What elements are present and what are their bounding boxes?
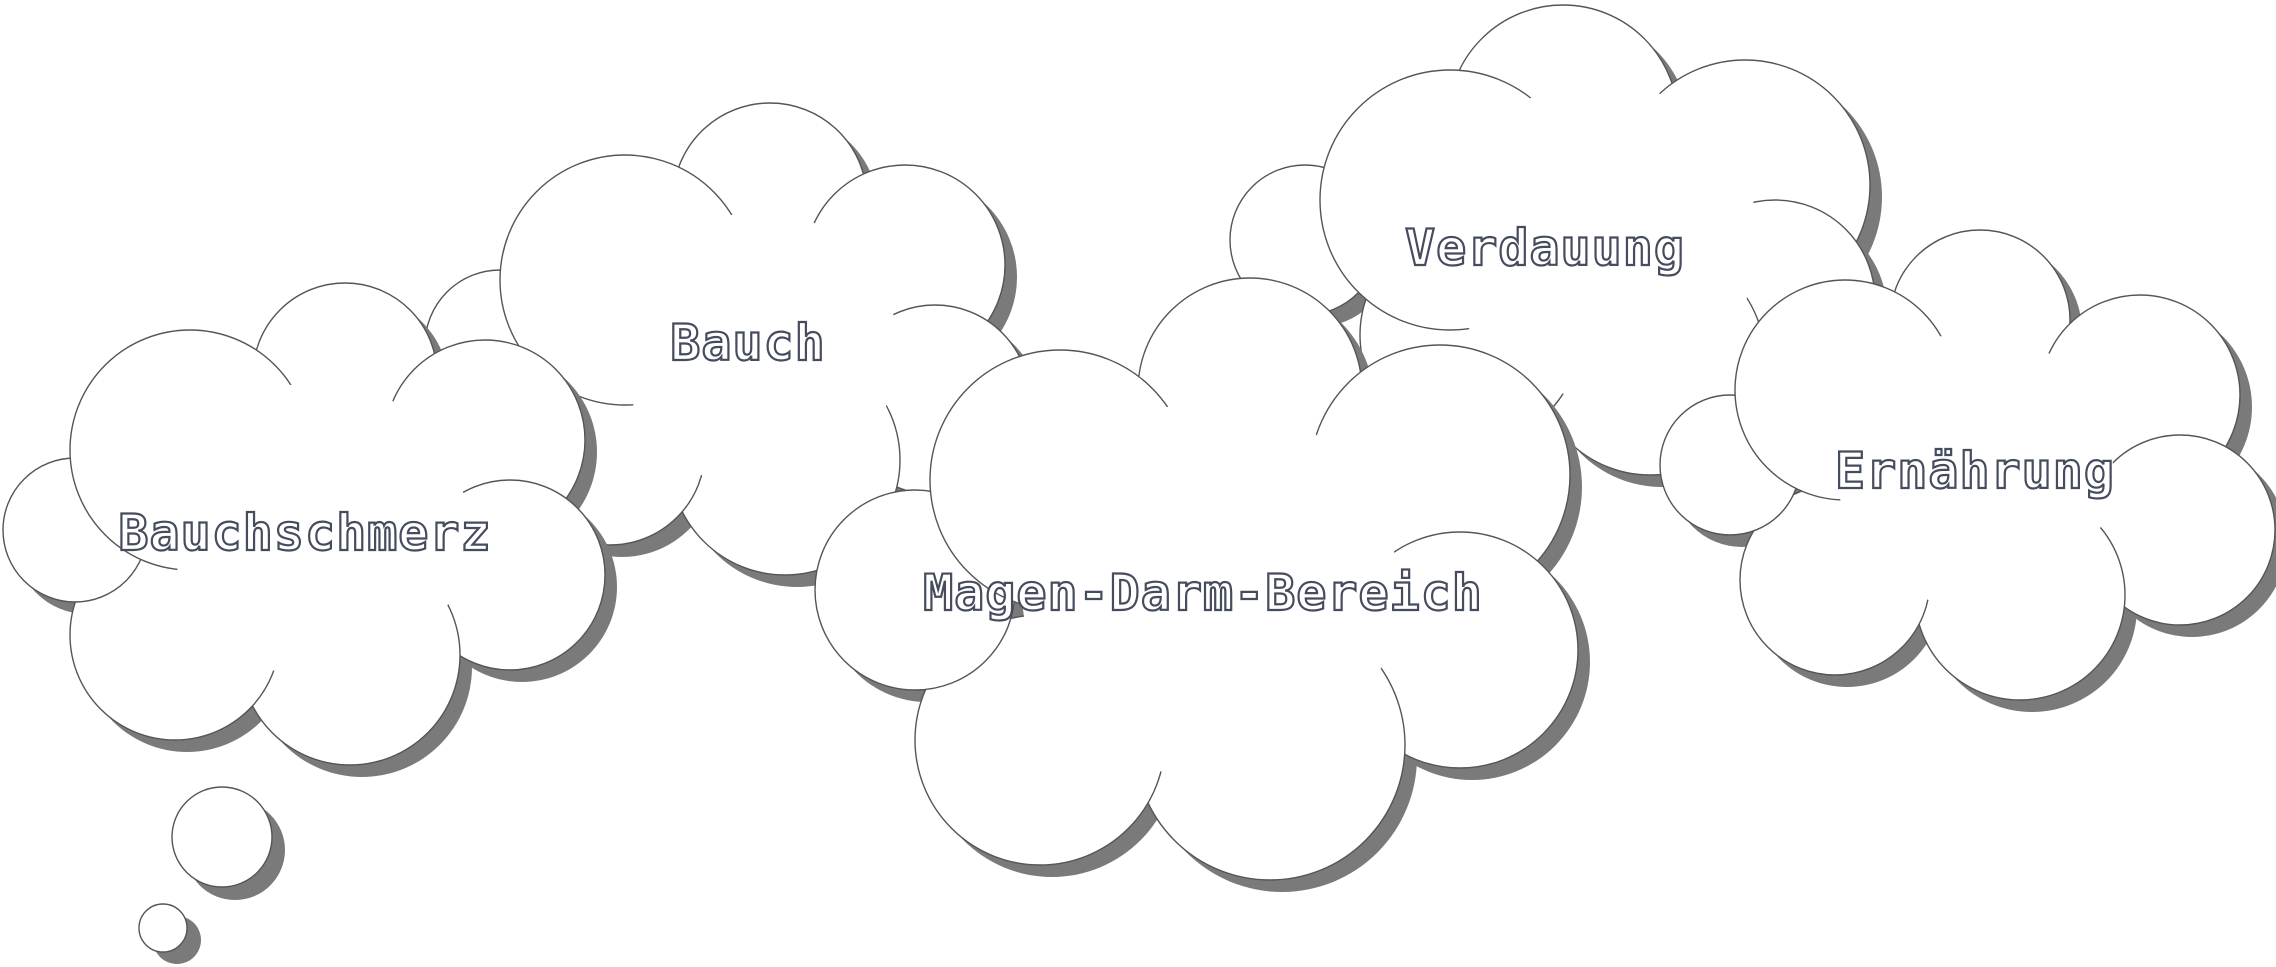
- label-bauch: Bauch: [670, 314, 826, 372]
- thought-bubble-small: [138, 903, 201, 964]
- cloud-verdauung: Verdauung: [1229, 4, 1887, 487]
- cloud-ernaehrung: Ernährung: [1659, 229, 2276, 712]
- label-bauchschmerz: Bauchschmerz: [118, 504, 491, 562]
- cloud-bauchschmerz: Bauchschmerz: [2, 282, 617, 777]
- cloud-magen-darm-bereich: Magen-Darm-Bereich: [814, 277, 1590, 892]
- label-ernaehrung: Ernährung: [1835, 442, 2115, 500]
- label-magen-darm-bereich: Magen-Darm-Bereich: [923, 564, 1483, 622]
- label-verdauung: Verdauung: [1405, 219, 1685, 277]
- thought-bubble-large: [171, 786, 285, 900]
